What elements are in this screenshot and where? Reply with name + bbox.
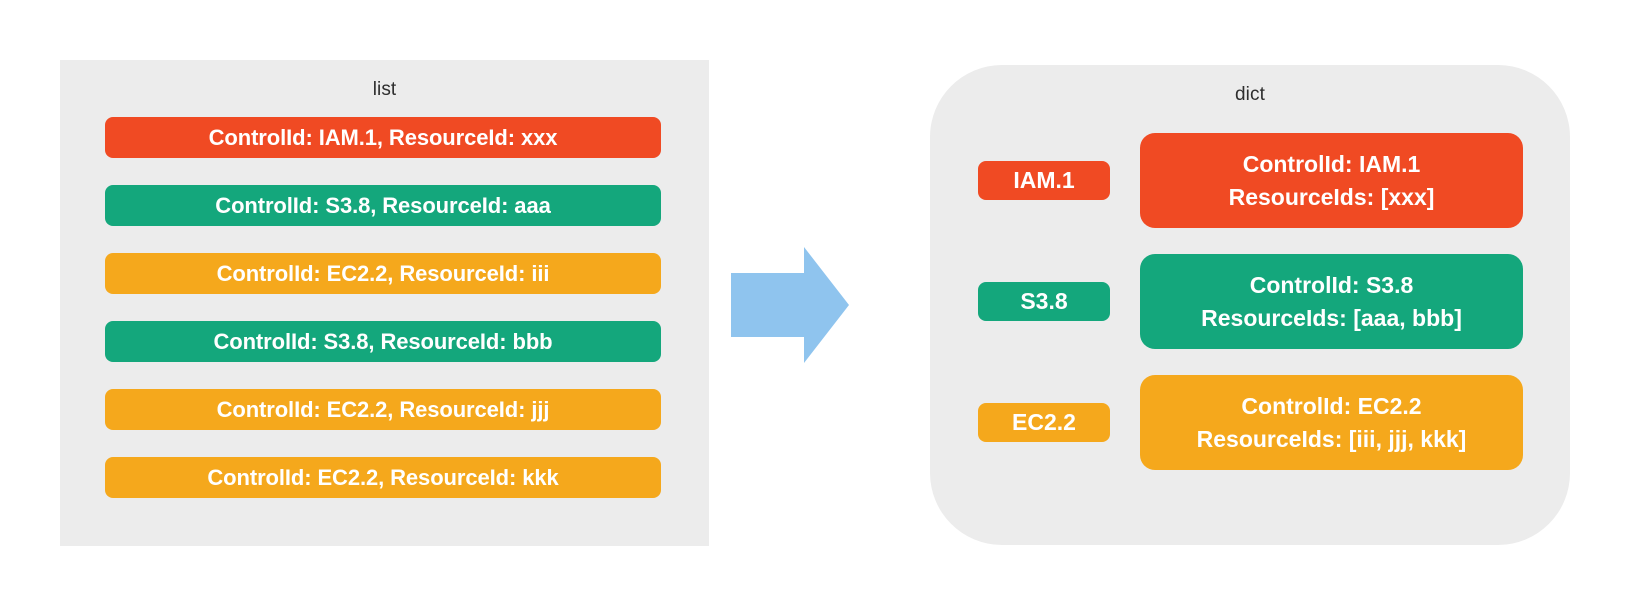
dict-panel-title: dict	[1235, 84, 1265, 105]
list-item: ControlId: EC2.2, ResourceId: jjj	[105, 389, 661, 430]
dict-panel: dict IAM.1 ControlId: IAM.1 ResourceIds:…	[930, 65, 1570, 545]
dict-value-resourceids: ResourceIds: [aaa, bbb]	[1201, 304, 1462, 331]
dict-value-box: ControlId: S3.8 ResourceIds: [aaa, bbb]	[1140, 254, 1523, 349]
list-panel: list ControlId: IAM.1, ResourceId: xxx C…	[60, 60, 709, 546]
dict-key-pill: IAM.1	[978, 161, 1110, 200]
list-item: ControlId: EC2.2, ResourceId: kkk	[105, 457, 661, 498]
dict-value-box: ControlId: EC2.2 ResourceIds: [iii, jjj,…	[1140, 375, 1523, 470]
arrow-right-shape	[731, 247, 849, 363]
dict-key-pill: S3.8	[978, 282, 1110, 321]
list-item: ControlId: S3.8, ResourceId: bbb	[105, 321, 661, 362]
list-items: ControlId: IAM.1, ResourceId: xxx Contro…	[105, 117, 661, 498]
list-item: ControlId: S3.8, ResourceId: aaa	[105, 185, 661, 226]
dict-key-pill: EC2.2	[978, 403, 1110, 442]
dict-value-resourceids: ResourceIds: [xxx]	[1228, 183, 1435, 210]
dict-entry: S3.8 ControlId: S3.8 ResourceIds: [aaa, …	[978, 254, 1523, 349]
dict-value-box: ControlId: IAM.1 ResourceIds: [xxx]	[1140, 133, 1523, 228]
dict-entries: IAM.1 ControlId: IAM.1 ResourceIds: [xxx…	[978, 133, 1523, 470]
arrow-right-icon	[731, 247, 849, 363]
dict-value-controlid: ControlId: S3.8	[1249, 271, 1414, 298]
dict-value-resourceids: ResourceIds: [iii, jjj, kkk]	[1196, 425, 1467, 452]
dict-value-controlid: ControlId: IAM.1	[1242, 150, 1421, 177]
dict-entry: IAM.1 ControlId: IAM.1 ResourceIds: [xxx…	[978, 133, 1523, 228]
list-item: ControlId: IAM.1, ResourceId: xxx	[105, 117, 661, 158]
dict-value-controlid: ControlId: EC2.2	[1241, 392, 1422, 419]
dict-entry: EC2.2 ControlId: EC2.2 ResourceIds: [iii…	[978, 375, 1523, 470]
list-item: ControlId: EC2.2, ResourceId: iii	[105, 253, 661, 294]
list-panel-title: list	[372, 79, 397, 100]
